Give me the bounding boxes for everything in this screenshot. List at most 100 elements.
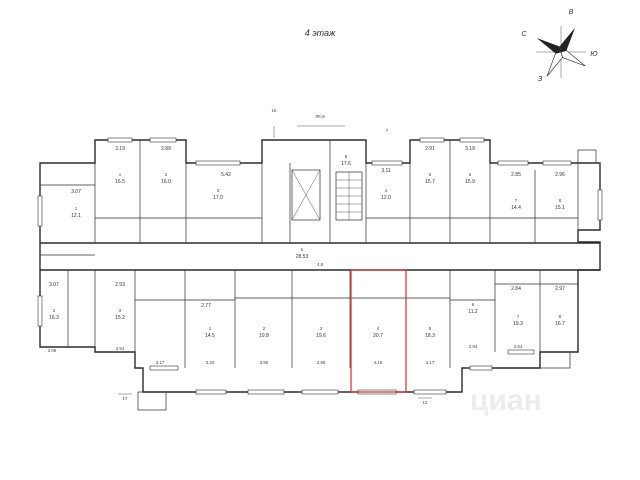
room-left-2: 3.07 2 16.3 xyxy=(49,282,59,321)
svg-text:2.96: 2.96 xyxy=(555,172,565,178)
svg-text:6: 6 xyxy=(472,302,475,307)
compass-rose: В С Ю З xyxy=(521,9,597,83)
compass-west-label: С xyxy=(521,31,527,38)
svg-text:4: 4 xyxy=(385,188,388,193)
top-partitions xyxy=(94,140,579,243)
svg-text:5: 5 xyxy=(429,326,432,331)
bottom-partitions xyxy=(134,270,578,368)
building-outline xyxy=(39,139,601,393)
svg-text:11.2: 11.2 xyxy=(468,309,478,315)
left-partitions xyxy=(40,184,96,347)
svg-text:3.95: 3.95 xyxy=(317,360,326,365)
svg-text:19.6: 19.6 xyxy=(316,333,326,339)
svg-text:4.8: 4.8 xyxy=(317,262,324,267)
svg-text:2.91: 2.91 xyxy=(116,346,125,351)
highlighted-apartment[interactable] xyxy=(350,269,407,393)
stair-hall: 8 17.6 xyxy=(341,154,351,167)
room-bottom-5: 518.3 xyxy=(425,326,435,339)
section-label: ЛК-8 xyxy=(315,114,325,119)
compass-east-label: Ю xyxy=(590,51,597,58)
watermark: циан xyxy=(470,384,542,417)
svg-text:2.84: 2.84 xyxy=(514,344,523,349)
room-bottom-8: 2.97 8 16.7 xyxy=(555,286,565,327)
svg-text:3.17: 3.17 xyxy=(156,360,165,365)
svg-text:20.7: 20.7 xyxy=(373,333,383,339)
svg-text:19.3: 19.3 xyxy=(513,321,523,327)
svg-text:3.17: 3.17 xyxy=(426,360,435,365)
svg-text:14.4: 14.4 xyxy=(511,205,521,211)
svg-text:15.1: 15.1 xyxy=(555,205,565,211)
svg-text:16.5: 16.5 xyxy=(115,179,125,185)
svg-text:2: 2 xyxy=(53,308,56,313)
room-top-4: 3.11 4 12.0 xyxy=(381,168,391,201)
svg-text:7: 7 xyxy=(515,198,518,203)
svg-text:2.93: 2.93 xyxy=(115,282,125,288)
room-bottom-6: 611.2 xyxy=(468,302,478,315)
svg-text:12.1: 12.1 xyxy=(71,213,81,219)
svg-text:16.3: 16.3 xyxy=(49,315,59,321)
svg-text:2.77: 2.77 xyxy=(201,303,211,309)
svg-text:2.94: 2.94 xyxy=(469,344,478,349)
svg-text:3.07: 3.07 xyxy=(49,282,59,288)
svg-text:3.08: 3.08 xyxy=(48,348,57,353)
section-marker-top: 16 ЛК-8 7 xyxy=(272,108,389,138)
svg-text:8: 8 xyxy=(345,154,348,159)
compass-north-label: В xyxy=(569,9,574,16)
svg-text:12.0: 12.0 xyxy=(381,195,391,201)
svg-text:6: 6 xyxy=(301,247,304,252)
svg-text:16.0: 16.0 xyxy=(161,179,171,185)
compass-south-label: З xyxy=(538,76,543,83)
svg-text:3.33: 3.33 xyxy=(206,360,215,365)
svg-text:6: 6 xyxy=(469,172,472,177)
svg-text:3.11: 3.11 xyxy=(381,168,391,174)
corridor: 6 28.53 4.8 xyxy=(296,247,324,267)
svg-text:13: 13 xyxy=(423,400,428,405)
room-bottom-4: 420.7 xyxy=(373,326,383,339)
svg-text:15.7: 15.7 xyxy=(425,179,435,185)
left-rooms: 3.07 1 12.1 3.07 2 16.3 2.93 3 15.2 3.08 2.91 xyxy=(48,189,125,353)
room-bottom-3: 319.6 xyxy=(316,326,326,339)
room-top-1: 3.19 1 16.5 xyxy=(115,146,125,185)
svg-text:3.95: 3.95 xyxy=(260,360,269,365)
svg-text:15.2: 15.2 xyxy=(115,315,125,321)
svg-text:18.3: 18.3 xyxy=(425,333,435,339)
room-left-1: 3.07 1 12.1 xyxy=(71,189,81,219)
svg-text:8: 8 xyxy=(559,314,562,319)
svg-text:2.85: 2.85 xyxy=(511,172,521,178)
svg-text:7: 7 xyxy=(386,128,389,133)
svg-text:2.91: 2.91 xyxy=(425,146,435,152)
svg-text:1: 1 xyxy=(75,206,78,211)
svg-text:17.0: 17.0 xyxy=(213,195,223,201)
svg-text:16.7: 16.7 xyxy=(555,321,565,327)
svg-text:15.9: 15.9 xyxy=(465,179,475,185)
svg-text:17: 17 xyxy=(123,396,128,401)
svg-text:28.53: 28.53 xyxy=(296,254,309,260)
svg-text:2.97: 2.97 xyxy=(555,286,565,292)
svg-text:3.19: 3.19 xyxy=(115,146,125,152)
section-markers-bottom: 17 13 xyxy=(118,393,432,405)
balconies xyxy=(137,149,597,411)
svg-text:4: 4 xyxy=(377,326,380,331)
svg-text:3: 3 xyxy=(119,308,122,313)
floor-title: 4 этаж xyxy=(305,28,336,38)
svg-text:3.19: 3.19 xyxy=(465,146,475,152)
room-bottom-2: 219.8 xyxy=(259,326,269,339)
svg-text:19.8: 19.8 xyxy=(259,333,269,339)
svg-text:16: 16 xyxy=(272,108,277,113)
svg-text:1: 1 xyxy=(209,326,212,331)
svg-text:2: 2 xyxy=(165,172,168,177)
room-top-7: 2.85 7 14.4 xyxy=(511,172,521,211)
svg-text:17.6: 17.6 xyxy=(341,161,351,167)
room-left-3: 2.93 3 15.2 xyxy=(115,282,125,321)
svg-text:2.84: 2.84 xyxy=(511,286,521,292)
svg-text:1: 1 xyxy=(119,172,122,177)
svg-text:3: 3 xyxy=(320,326,323,331)
svg-text:3.07: 3.07 xyxy=(71,189,81,195)
